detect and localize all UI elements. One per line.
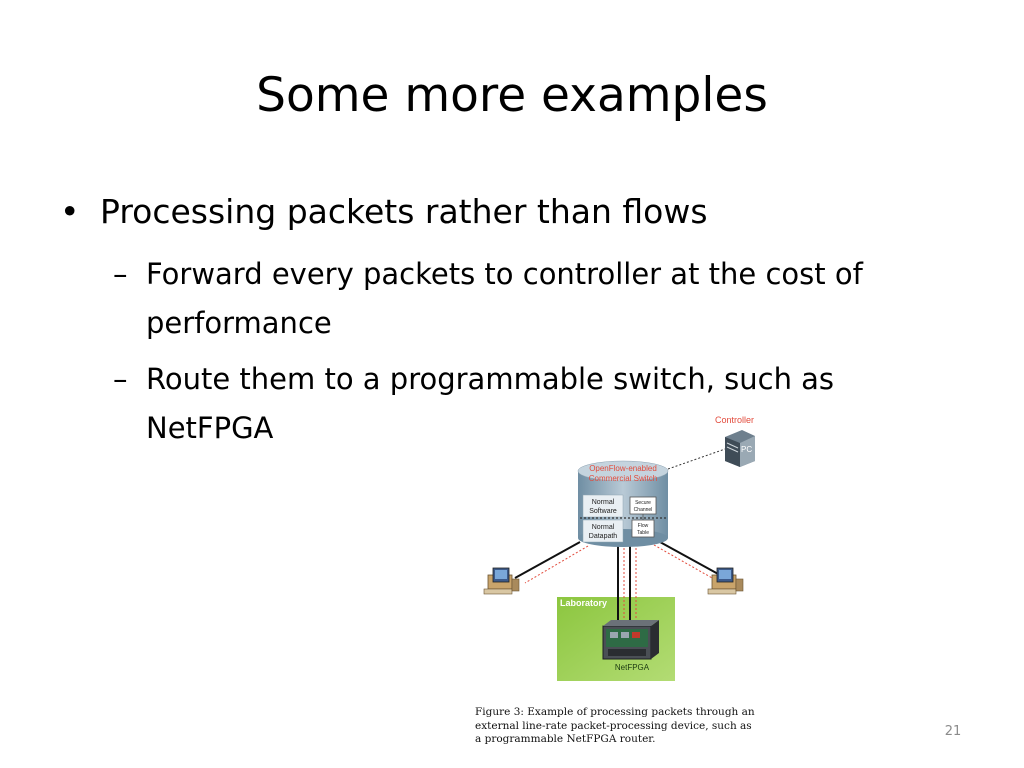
flow-table-label: Flow — [638, 523, 649, 529]
slide-title: Some more examples — [256, 68, 768, 123]
netfpga-label: NetFPGA — [615, 663, 650, 672]
sub-bullet-marker: – — [113, 257, 128, 291]
pc-label: PC — [741, 445, 752, 454]
secure-channel-label: Channel — [634, 507, 653, 513]
link-line — [524, 545, 589, 584]
switch-label: Commercial Switch — [589, 474, 657, 483]
sub-bullet-marker: – — [113, 362, 128, 396]
link-line — [659, 541, 721, 576]
sub-bullet-line: Forward every packets to controller at t… — [146, 257, 863, 291]
normal-datapath-box — [582, 519, 624, 543]
network-diagram-svg: Laboratory Controller PC — [483, 415, 755, 681]
switch-label: OpenFlow-enabled — [589, 464, 657, 473]
caption-line: external line-rate packet-processing dev… — [475, 719, 752, 732]
control-link — [667, 447, 729, 470]
network-diagram: Laboratory Controller PC — [470, 405, 790, 750]
host-computer-icon — [707, 567, 744, 595]
laboratory-label: Laboratory — [560, 598, 607, 608]
controller-label: Controller — [715, 415, 754, 425]
caption-line: a programmable NetFPGA router. — [475, 733, 656, 745]
sub-bullet-line: performance — [146, 306, 332, 340]
bullet-text: Processing packets rather than flows — [100, 192, 708, 231]
link-line — [514, 541, 581, 579]
normal-software-label: Software — [589, 508, 617, 515]
secure-channel-label: Secure — [635, 500, 651, 506]
figure-caption: Figure 3: Example of processing packets … — [475, 706, 785, 747]
normal-software-box — [582, 494, 624, 518]
netfpga-router-icon — [602, 620, 659, 660]
bullet-marker: • — [60, 192, 80, 231]
server-icon — [725, 430, 755, 467]
flow-table-label: Table — [637, 530, 649, 536]
sub-bullet-line: Route them to a programmable switch, suc… — [146, 362, 835, 396]
sub-bullet-line: NetFPGA — [146, 411, 274, 445]
normal-datapath-label: Datapath — [589, 533, 618, 540]
host-computer-icon — [483, 567, 520, 595]
page-number: 21 — [944, 724, 962, 739]
normal-software-label: Normal — [592, 499, 615, 506]
caption-line: Figure 3: Example of processing packets … — [475, 706, 755, 718]
normal-datapath-label: Normal — [592, 524, 615, 531]
